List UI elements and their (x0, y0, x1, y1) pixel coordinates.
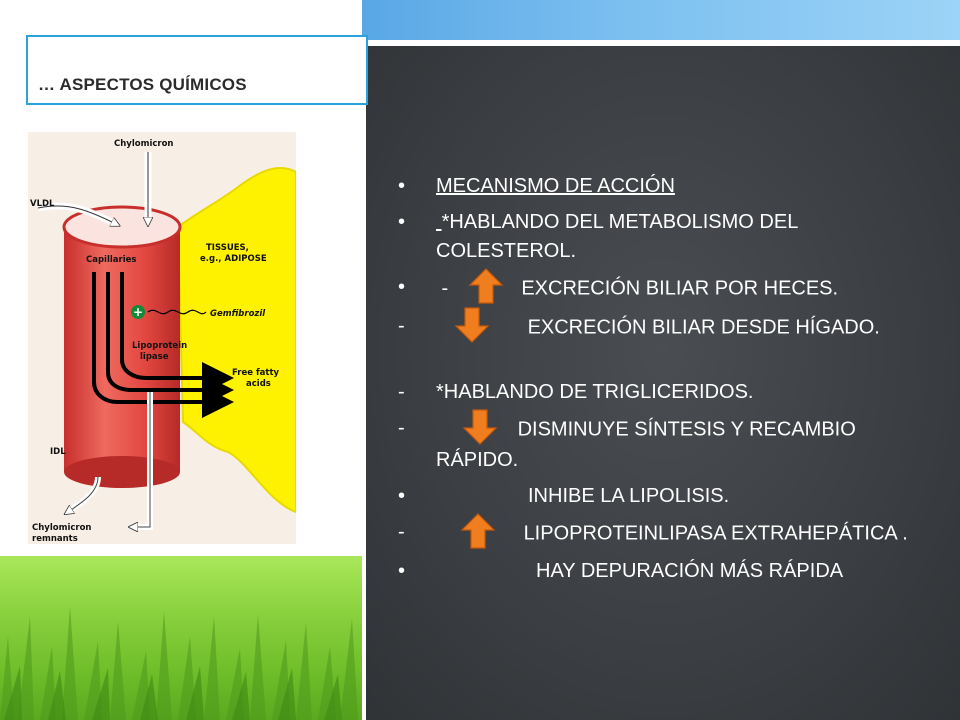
label-lipase: lipase (140, 352, 169, 362)
label-remnants-2: remnants (32, 534, 78, 544)
grass-background (0, 556, 362, 720)
bullet-text: EXCRECIÓN BILIAR DESDE HÍGADO. (527, 316, 880, 339)
bullet-text: HAY DEPURACIÓN MÁS RÁPIDA (536, 560, 844, 582)
bullet-prefix: - (436, 277, 449, 300)
bullet-text: LIPOPROTEINLIPASA EXTRAHEPÁTICA . (523, 522, 908, 545)
list-item: - LIPOPROTEINLIPASA EXTRAHEPÁTICA . (396, 513, 936, 550)
list-item: • INHIBE LA LIPOLISIS. (396, 482, 936, 511)
bullet-marker: • (398, 485, 406, 507)
plus-icon (131, 305, 145, 319)
bullet-text: MECANISMO DE ACCIÓN (436, 175, 675, 197)
label-idl: IDL (50, 447, 66, 457)
bullet-marker: • (398, 175, 406, 197)
bullet-marker: • (398, 560, 406, 582)
bullet-text: EXCRECIÓN BILIAR POR HECES. (521, 277, 839, 300)
list-item: • HAY DEPURACIÓN MÁS RÁPIDA (396, 557, 936, 586)
adipose-tissue (176, 167, 296, 514)
bullet-marker: - (398, 521, 405, 543)
label-capillaries: Capillaries (86, 255, 136, 265)
label-vldl: VLDL (30, 199, 55, 209)
label-tissues: TISSUES, (206, 243, 249, 253)
label-remnants-1: Chylomicron (32, 523, 91, 533)
label-gemfibrozil: Gemfibrozil (210, 309, 266, 319)
lipoprotein-diagram: + Chylomicron VLDL Capillaries TISSUES, … (28, 132, 296, 544)
bullet-marker: - (398, 381, 405, 403)
svg-text:+: + (133, 305, 143, 319)
bullet-text: *HABLANDO DEL METABOLISMO DEL COLESTEROL… (436, 211, 798, 262)
bullet-marker: - (398, 315, 405, 337)
bullet-text: DISMINUYE SÍNTESIS Y RECAMBIO RÁPIDO. (436, 418, 856, 471)
sky-banner (362, 0, 960, 40)
label-chylomicron: Chylomicron (114, 139, 173, 149)
down-arrow-icon (462, 409, 498, 445)
list-item: - *HABLANDO DE TRIGLICERIDOS. (396, 378, 936, 407)
up-arrow-icon (460, 513, 496, 549)
label-free-fatty: Free fatty (232, 368, 280, 378)
bullet-marker: • (398, 276, 406, 298)
chalkboard-panel (366, 46, 960, 720)
title-box: … ASPECTOS QUÍMICOS (26, 35, 368, 105)
list-item: • MECANISMO DE ACCIÓN (396, 172, 936, 201)
slide-title: … ASPECTOS QUÍMICOS (38, 75, 247, 94)
list-item: • *HABLANDO DEL METABOLISMO DEL COLESTER… (396, 208, 936, 266)
down-arrow-icon (454, 307, 490, 343)
label-acids: acids (246, 379, 271, 389)
bullet-list: • MECANISMO DE ACCIÓN • *HABLANDO DEL ME… (396, 172, 936, 593)
bullet-marker: - (398, 417, 405, 439)
list-item: • - EXCRECIÓN BILIAR POR HECES. (396, 268, 936, 305)
list-item: - DISMINUYE SÍNTESIS Y RECAMBIO RÁPIDO. (396, 409, 936, 475)
label-tissues-eg: e.g., ADIPOSE (200, 254, 267, 264)
bullet-marker: • (398, 211, 406, 233)
list-item: - EXCRECIÓN BILIAR DESDE HÍGADO. (396, 307, 936, 344)
bullet-text: INHIBE LA LIPOLISIS. (528, 485, 730, 507)
label-lipoprotein: Lipoprotein (132, 341, 187, 351)
bullet-text: *HABLANDO DE TRIGLICERIDOS. (436, 381, 754, 403)
up-arrow-icon (468, 268, 504, 304)
